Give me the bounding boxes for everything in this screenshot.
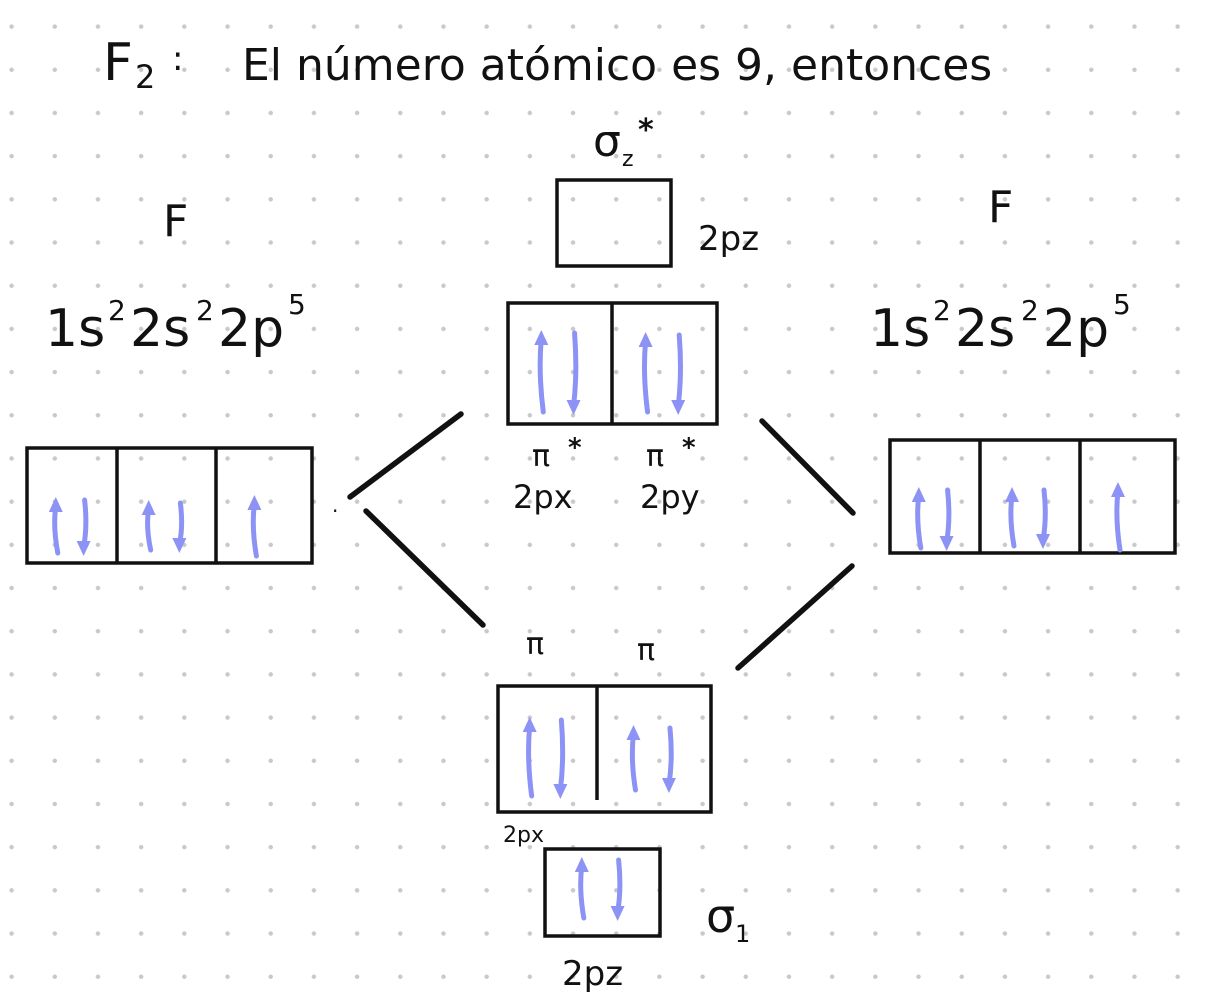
sigma-subscript: 1 — [735, 920, 750, 948]
title-molecule-subscript: 2 — [135, 58, 155, 96]
right-orbital-box — [888, 438, 1177, 555]
connector-right-lower — [735, 563, 855, 671]
electron-up-arrow — [626, 725, 641, 793]
sigma-orbital: σ 1 2pz — [543, 847, 750, 994]
electron-down-arrow — [610, 857, 625, 921]
title-text: El número atómico es 9, entonces — [242, 40, 992, 91]
left-config-2p-exp: 5 — [288, 288, 306, 321]
right-config-1s-exp: 2 — [933, 294, 951, 327]
connector-left-upper — [347, 411, 464, 500]
pi-star-py-symbol: π — [646, 439, 664, 474]
electron-up-arrow — [574, 857, 589, 921]
pi-box — [496, 684, 713, 814]
electron-down-arrow — [671, 332, 686, 415]
electron-up-arrow — [141, 500, 156, 553]
right-config-2s: 2s — [955, 299, 1015, 359]
pi-star-px-label: 2px — [513, 478, 573, 516]
sigma-box — [543, 847, 662, 938]
electron-down-arrow — [1036, 487, 1050, 549]
electron-down-arrow — [939, 487, 954, 551]
electron-up-arrow — [1111, 482, 1125, 553]
left-config-1s-exp: 2 — [108, 294, 126, 327]
title-molecule: F — [103, 33, 133, 93]
left-orbital-box — [25, 446, 314, 565]
electron-down-arrow — [661, 725, 676, 793]
sigma-star-asterisk: * — [638, 113, 654, 148]
electron-down-arrow — [566, 330, 581, 415]
right-config-2s-exp: 2 — [1021, 294, 1039, 327]
right-config-2p: 2p — [1043, 299, 1109, 359]
left-config-2s: 2s — [130, 299, 190, 359]
left-config-1s: 1s — [45, 299, 105, 359]
right-atom: F 1s 2 2s 2 2p 5 — [870, 182, 1177, 555]
pi-star-px-symbol: π — [532, 439, 550, 474]
electron-up-arrow — [522, 717, 537, 799]
right-orbital-electrons — [911, 482, 1125, 553]
left-config-2s-exp: 2 — [196, 294, 214, 327]
electron-down-arrow — [172, 500, 187, 553]
right-atom-symbol: F — [988, 182, 1013, 233]
pi-y-symbol: π — [637, 633, 655, 668]
sigma-symbol: σ — [706, 889, 735, 943]
electron-down-arrow — [553, 717, 568, 799]
left-atom-config: 1s 2 2s 2 2p 5 — [45, 288, 306, 359]
stray-mark: . — [332, 493, 338, 517]
pi-star-orbitals: π * 2px π * 2py — [506, 301, 719, 516]
electron-up-arrow — [638, 332, 653, 415]
title-colon: : — [172, 39, 183, 79]
sigma-electrons — [574, 857, 625, 921]
connector-left-lower — [363, 508, 486, 628]
connector-right-upper — [759, 418, 856, 516]
pi-star-px-asterisk: * — [568, 433, 582, 463]
left-atom: F 1s 2 2s 2 2p 5 — [25, 196, 314, 565]
right-atom-config: 1s 2 2s 2 2p 5 — [870, 288, 1131, 359]
left-atom-symbol: F — [163, 196, 188, 247]
electron-down-arrow — [76, 497, 91, 556]
sigma-star-subscript: z — [622, 147, 634, 172]
right-config-2p-exp: 5 — [1113, 288, 1131, 321]
pi-electrons — [522, 717, 676, 799]
pi-x-symbol: π — [526, 627, 544, 662]
pi-label: 2px — [503, 823, 544, 848]
right-config-1s: 1s — [870, 299, 930, 359]
sigma-star-symbol: σ — [593, 116, 621, 167]
electron-up-arrow — [534, 330, 549, 415]
title: F 2 : El número atómico es 9, entonces — [103, 33, 992, 96]
pi-orbitals: π π 2px — [496, 627, 713, 848]
sigma-star-box — [555, 178, 673, 268]
sigma-label: 2pz — [562, 954, 623, 994]
electron-up-arrow — [911, 487, 926, 551]
electron-up-arrow — [1005, 487, 1019, 549]
electron-up-arrow — [48, 497, 63, 556]
pi-star-electrons — [534, 330, 686, 415]
electron-up-arrow — [247, 495, 262, 559]
left-orbital-electrons — [48, 495, 262, 559]
pi-star-py-label: 2py — [640, 478, 700, 516]
sigma-star-label: 2pz — [698, 219, 759, 259]
sigma-star-orbital: σ z * 2pz — [555, 113, 759, 268]
connector-lines — [347, 411, 856, 671]
left-config-2p: 2p — [218, 299, 284, 359]
pi-star-py-asterisk: * — [682, 433, 696, 463]
